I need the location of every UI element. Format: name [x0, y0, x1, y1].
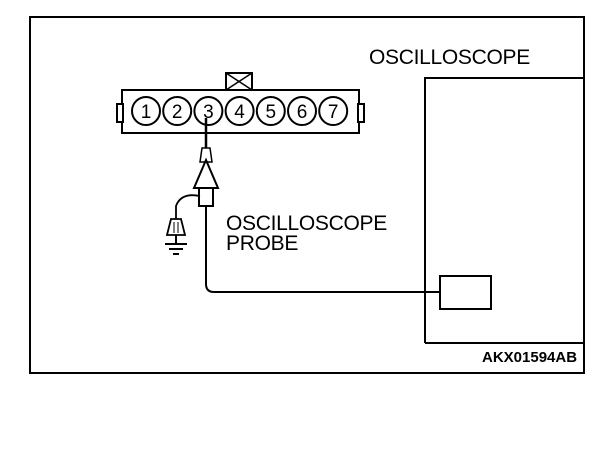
connector-pin-4	[224, 96, 255, 126]
connector-pin-3	[193, 96, 224, 126]
connector-pin-6	[287, 96, 317, 126]
connector-pin-label: 6	[297, 102, 308, 123]
probe-needle	[199, 118, 213, 163]
oscilloscope-label: OSCILLOSCOPE	[369, 46, 530, 69]
connector-pin-label: 2	[172, 102, 183, 123]
figure-frame	[29, 16, 585, 374]
oscilloscope-probe	[192, 157, 220, 212]
connector-pin-7	[318, 96, 349, 126]
connector-pin-label: 7	[328, 102, 339, 123]
ground-symbol-icon	[165, 235, 187, 255]
connector-pin-label: 3	[203, 102, 214, 123]
probe-cable	[205, 212, 440, 293]
connector-pin-2	[162, 96, 193, 126]
connector-pin-5	[255, 96, 286, 126]
probe-label-line1: OSCILLOSCOPE	[226, 212, 387, 235]
oscilloscope-input-port	[439, 275, 492, 310]
connector-pin-label: 1	[141, 102, 152, 123]
oscilloscope-body	[424, 77, 584, 344]
connector-pin-label: 4	[234, 102, 245, 123]
ground-lead	[165, 194, 201, 236]
connector-latch	[225, 72, 253, 91]
probe-label-line2: PROBE	[226, 232, 298, 255]
connector-pin-label: 5	[266, 102, 277, 123]
connector-pin-1	[131, 96, 161, 126]
figure-code: AKX01594AB	[482, 349, 577, 366]
